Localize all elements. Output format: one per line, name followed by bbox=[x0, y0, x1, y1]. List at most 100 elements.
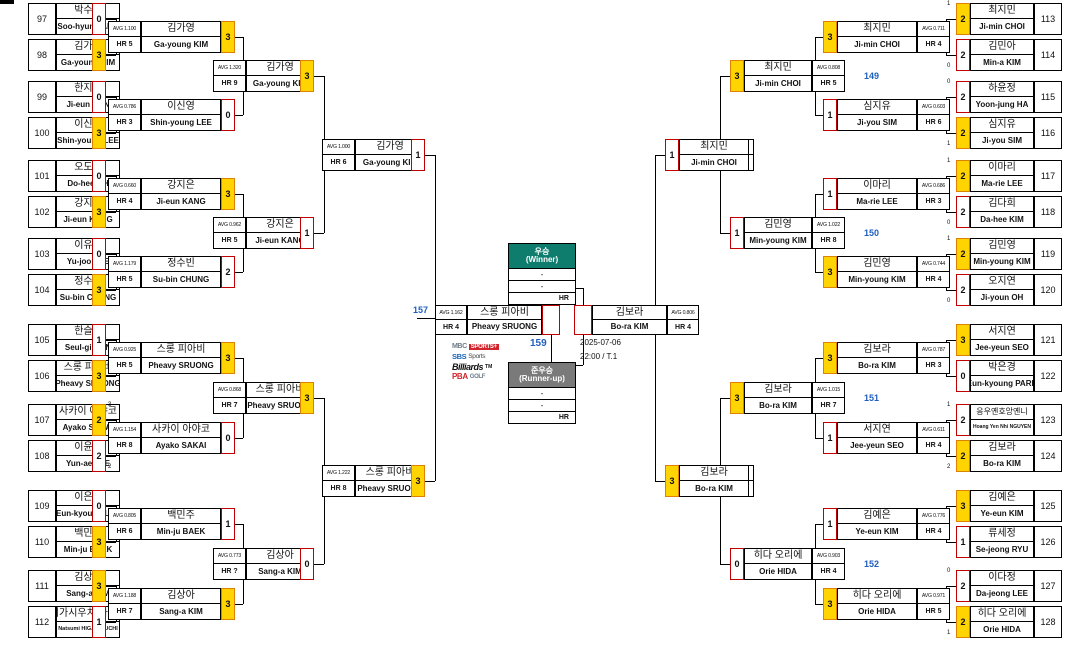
score-value: 2 bbox=[96, 451, 102, 461]
seed-number: 113 bbox=[1034, 3, 1062, 35]
seed-number: 108 bbox=[28, 440, 56, 472]
final-avg-right: AVG 0.806 bbox=[668, 306, 698, 320]
connector-line bbox=[106, 456, 116, 457]
seed-value: 108 bbox=[34, 451, 50, 461]
leg-score: 0 bbox=[947, 298, 950, 304]
score-box: 2 bbox=[956, 404, 970, 436]
seed-number: 97 bbox=[28, 3, 56, 35]
connector-line bbox=[106, 586, 116, 587]
player-name-ko: 응우옌호앙옌니 bbox=[971, 405, 1033, 420]
connector-line bbox=[235, 604, 243, 605]
connector-line bbox=[946, 97, 956, 98]
player-name-en: Ji-youn OH bbox=[980, 292, 1024, 302]
final-date-value: 2025-07-06 bbox=[580, 338, 621, 347]
connector-line bbox=[551, 335, 552, 365]
score-box: 2 bbox=[956, 117, 970, 149]
stat-hr: HR 5 bbox=[820, 80, 837, 87]
stat-hr: HR 5 bbox=[221, 237, 238, 244]
connector-line bbox=[815, 115, 823, 116]
stat-avg: AVG 1.100 bbox=[109, 22, 140, 37]
score-value: 2 bbox=[960, 581, 966, 591]
leg-score-value: 0 bbox=[947, 220, 951, 226]
score-box: 0 bbox=[221, 422, 235, 454]
score-box: 1 bbox=[823, 99, 837, 131]
player-name-ko: 최지민 bbox=[838, 22, 916, 37]
connector-line bbox=[106, 19, 116, 20]
score-box: 3 bbox=[92, 526, 106, 558]
player-name-en: Pheavy SRUONG bbox=[357, 483, 423, 493]
score-box: 0 bbox=[730, 548, 744, 580]
seed-value: 105 bbox=[34, 335, 50, 345]
stat-avg: AVG 0.611 bbox=[918, 423, 949, 438]
match-number-value: 151 bbox=[864, 393, 880, 403]
score-box: 1 bbox=[823, 422, 837, 454]
logo-pba-text: PBA bbox=[452, 372, 468, 381]
player-name-en: Natsumi HIGASHIUCHI bbox=[58, 625, 118, 632]
leg-score-value: 1 bbox=[947, 1, 951, 7]
connector-line bbox=[417, 318, 435, 319]
seed-number: 100 bbox=[28, 117, 56, 149]
player-name-ko: 김예은 bbox=[838, 509, 916, 524]
seed-value: 120 bbox=[1040, 285, 1056, 295]
stat-hr: HR 4 bbox=[925, 276, 942, 283]
score-value: 0 bbox=[225, 110, 231, 120]
seed-number: 101 bbox=[28, 160, 56, 192]
score-box: 0 bbox=[956, 360, 970, 392]
player-name-ko: 오도희 bbox=[57, 161, 119, 176]
seed-number: 121 bbox=[1034, 324, 1062, 356]
winner-title-ko: 우승 bbox=[534, 246, 550, 256]
player-name-en: Orie HIDA bbox=[858, 606, 896, 616]
score-value: 0 bbox=[96, 501, 102, 511]
runnerup-title-en: (Runner-up) bbox=[519, 374, 565, 383]
connector-line bbox=[583, 335, 584, 365]
player-name-en: Ji-eun KANG bbox=[63, 214, 113, 224]
stat-avg: AVG 0.686 bbox=[918, 179, 949, 194]
score-box: 2 bbox=[92, 440, 106, 472]
score-value: 3 bbox=[734, 71, 740, 81]
player-name-ko: 서지연 bbox=[838, 423, 916, 438]
player-name-ko: 김민아 bbox=[971, 40, 1033, 55]
seed-number: 114 bbox=[1034, 39, 1062, 71]
stat-avg: AVG 0.962 bbox=[214, 218, 245, 233]
score-value: 2 bbox=[960, 50, 966, 60]
match-number: 151 bbox=[864, 393, 879, 403]
player-name-en: Da-hee KIM bbox=[980, 214, 1024, 224]
player-name-ko: 최지민 bbox=[971, 4, 1033, 19]
player-name-en: Min-ju BAEK bbox=[156, 526, 206, 536]
player-name-en: Ji-eun HAN bbox=[66, 99, 110, 109]
connector-line bbox=[106, 622, 116, 623]
seed-number: 120 bbox=[1034, 274, 1062, 306]
seed-number: 102 bbox=[28, 196, 56, 228]
leg-score: 0 bbox=[947, 568, 950, 574]
stat-hr: HR 4 bbox=[925, 528, 942, 535]
stat-hr: HR 4 bbox=[925, 41, 942, 48]
score-box: 3 bbox=[221, 178, 235, 210]
score-value: 2 bbox=[960, 128, 966, 138]
match-number: 157 bbox=[413, 305, 428, 315]
connector-line bbox=[815, 194, 823, 195]
player-name-en: Orie HIDA bbox=[983, 624, 1021, 634]
connector-line bbox=[106, 97, 116, 98]
player-name-en: Ye-eun KIM bbox=[980, 508, 1024, 518]
score-box: 1 bbox=[730, 217, 744, 249]
score-value: 2 bbox=[960, 171, 966, 181]
seed-value: 106 bbox=[34, 371, 50, 381]
score-value: 2 bbox=[960, 92, 966, 102]
connector-line bbox=[946, 622, 956, 623]
